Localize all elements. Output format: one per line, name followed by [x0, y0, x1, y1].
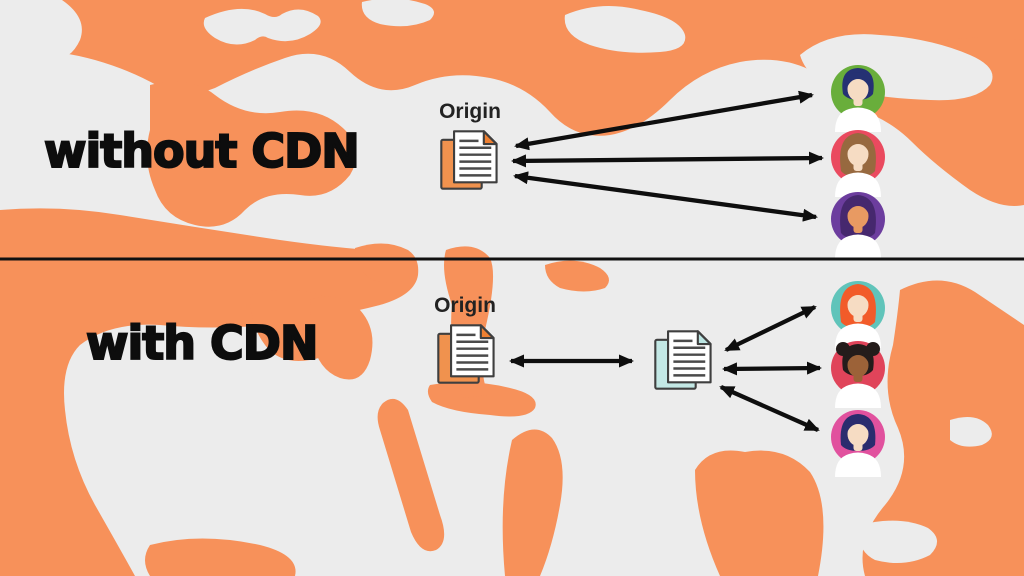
user-avatar-green [831, 65, 885, 132]
arrow-edge-to-user-teal [724, 305, 817, 352]
document-text-lines [456, 333, 489, 371]
avatar-shoulders [835, 452, 881, 477]
user-avatar-red [831, 130, 885, 197]
avatar-shoulders [835, 383, 881, 408]
user-avatar-teal [831, 281, 885, 348]
avatar-face [847, 77, 869, 101]
avatar-face [847, 293, 869, 317]
avatar-hair [845, 348, 871, 366]
avatar-hair [845, 199, 871, 217]
document-folded-corner [479, 324, 495, 340]
origin-document-icon [440, 130, 498, 190]
request-arrows [509, 90, 824, 432]
avatar-hair [845, 137, 871, 155]
avatar-face [847, 422, 869, 446]
document-text-lines [673, 339, 706, 377]
user-avatar-purple [831, 192, 885, 259]
map-island-shapes [0, 0, 993, 563]
document-folded-corner [482, 130, 498, 146]
arrow-origin-to-user-red [511, 151, 824, 168]
avatar-shoulders [835, 172, 881, 197]
origin-label-bottom: Origin [434, 294, 496, 317]
avatar-shoulders [835, 234, 881, 259]
avatar-face [847, 204, 869, 228]
user-avatar-crimson [831, 341, 885, 408]
cdn-edge-document-icon [654, 330, 712, 390]
user-avatar-magenta [831, 410, 885, 477]
without-cdn-title: without CDN [43, 123, 361, 179]
avatar-shoulders [835, 323, 881, 348]
avatar-face [847, 142, 869, 166]
arrow-edge-to-user-crimson [722, 361, 822, 376]
arrow-origin-to-user-green [514, 90, 814, 151]
avatar-face [847, 353, 869, 377]
avatar-hair [845, 72, 871, 90]
avatar-hair [845, 417, 871, 435]
avatar-hair [845, 288, 871, 306]
origin-document-icon-bottom [437, 324, 495, 384]
arrow-origin-to-user-purple [513, 171, 818, 222]
document-folded-corner [696, 330, 712, 346]
origin-label-top: Origin [439, 100, 501, 123]
avatar-shoulders [835, 107, 881, 132]
arrow-edge-to-user-magenta [719, 385, 820, 432]
document-text-lines [459, 139, 492, 177]
with-cdn-title: with CDN [85, 315, 319, 371]
